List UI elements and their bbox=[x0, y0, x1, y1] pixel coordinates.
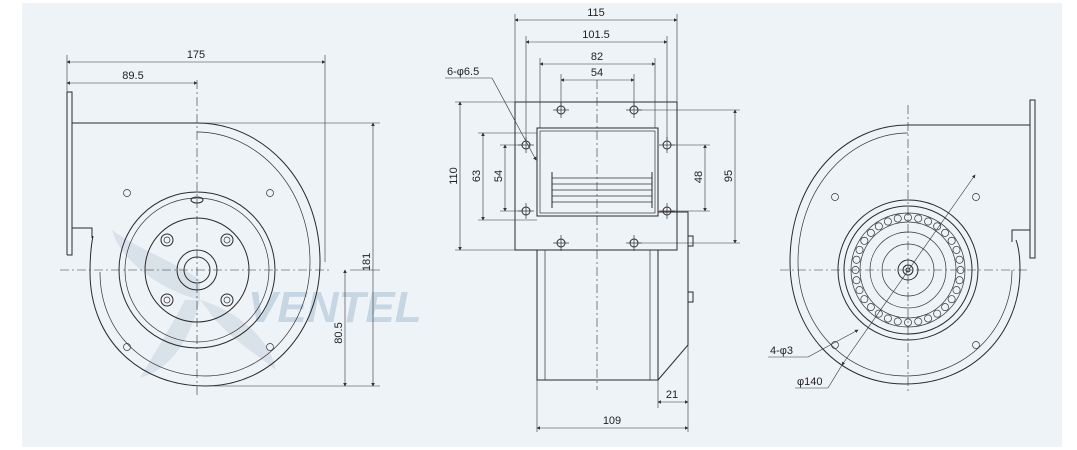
rear-impeller-blade bbox=[893, 317, 902, 326]
side-dim-21-label: 21 bbox=[666, 389, 678, 401]
rear-impeller-blade bbox=[860, 295, 869, 304]
front-outlet-bottom bbox=[72, 227, 93, 238]
rear-diameter-label: φ140 bbox=[797, 376, 823, 388]
front-dim-175-label: 175 bbox=[187, 49, 205, 61]
rear-impeller-blade bbox=[924, 314, 933, 323]
rear-impeller-blade bbox=[855, 286, 864, 295]
rear-impeller-blade bbox=[874, 222, 883, 231]
rear-housing-outer bbox=[789, 124, 1021, 385]
side-dim-95-label: 95 bbox=[723, 170, 735, 182]
rear-outlet-bottom bbox=[1011, 229, 1030, 242]
watermark-text: VENTEL bbox=[248, 283, 422, 332]
rear-diameter-leader bbox=[827, 364, 843, 389]
side-outlet-inner bbox=[539, 130, 656, 214]
rear-impeller-blade bbox=[866, 303, 875, 312]
rear-impeller-blade bbox=[941, 228, 950, 237]
rear-impeller-blade bbox=[860, 236, 869, 245]
side-dim-115-label: 115 bbox=[587, 7, 605, 19]
side-dim-109-label: 109 bbox=[603, 415, 621, 427]
rear-impeller-blade bbox=[914, 214, 923, 223]
side-view: 115 101.5 82 54 6-φ6.5 110 63 bbox=[445, 7, 740, 432]
side-hole-callout: 6-φ6.5 bbox=[447, 66, 479, 78]
side-motor bbox=[657, 211, 689, 381]
rear-impeller-blade bbox=[893, 214, 902, 223]
rear-impeller-blade bbox=[952, 286, 961, 295]
rear-impeller-blade bbox=[914, 317, 923, 326]
rear-impeller-blade bbox=[883, 314, 892, 323]
rear-hole-leader bbox=[807, 329, 859, 358]
side-flange-plate bbox=[514, 101, 678, 251]
side-dim-101-5-label: 101.5 bbox=[582, 29, 610, 41]
front-view: 175 89.5 181 80.5 bbox=[60, 49, 380, 395]
side-dim-54-left-label: 54 bbox=[493, 170, 505, 182]
rear-impeller-blade bbox=[941, 303, 950, 312]
side-dim-54-top-label: 54 bbox=[591, 67, 603, 79]
side-dim-82-label: 82 bbox=[591, 51, 603, 63]
side-impeller-blades bbox=[551, 172, 653, 208]
rear-housing-inner bbox=[797, 132, 1013, 377]
rear-hole-callout: 4-φ3 bbox=[770, 345, 793, 357]
rear-impeller-blade bbox=[952, 245, 961, 254]
rear-flange bbox=[1029, 99, 1036, 259]
rear-view: φ140 4-φ3 bbox=[768, 99, 1036, 392]
front-mount-holes bbox=[123, 189, 274, 351]
rear-impeller-blade bbox=[933, 309, 942, 318]
rear-impeller-blade bbox=[947, 295, 956, 304]
front-dim-181-label: 181 bbox=[361, 253, 373, 271]
front-dim-89-5-label: 89.5 bbox=[122, 70, 143, 82]
rear-impeller-blade bbox=[955, 276, 964, 285]
side-outlet-opening bbox=[536, 127, 659, 217]
side-motor-bolt bbox=[687, 291, 694, 303]
rear-impeller-blade bbox=[883, 217, 892, 226]
rear-impeller-blade bbox=[852, 255, 861, 264]
rear-impeller-blade bbox=[855, 245, 864, 254]
rear-impeller-blade bbox=[947, 236, 956, 245]
front-dim-80-5-label: 80.5 bbox=[333, 322, 345, 343]
rear-diameter-line bbox=[841, 174, 976, 366]
side-mount-holes bbox=[518, 102, 675, 251]
side-motor-terminal bbox=[687, 235, 694, 247]
rear-impeller-blade bbox=[955, 255, 964, 264]
front-housing-outer bbox=[89, 122, 321, 387]
side-dim-110-label: 110 bbox=[448, 167, 460, 185]
side-housing-body bbox=[536, 249, 659, 381]
side-dim-48-label: 48 bbox=[693, 171, 705, 183]
front-bolt-holes bbox=[160, 233, 234, 307]
rear-impeller-blade bbox=[866, 228, 875, 237]
front-housing-inner bbox=[99, 131, 311, 377]
rear-impeller-blade bbox=[852, 276, 861, 285]
front-flange bbox=[66, 91, 73, 256]
rear-impeller-blade bbox=[924, 217, 933, 226]
side-hole-leader bbox=[491, 77, 537, 161]
side-dim-63-label: 63 bbox=[471, 170, 483, 182]
